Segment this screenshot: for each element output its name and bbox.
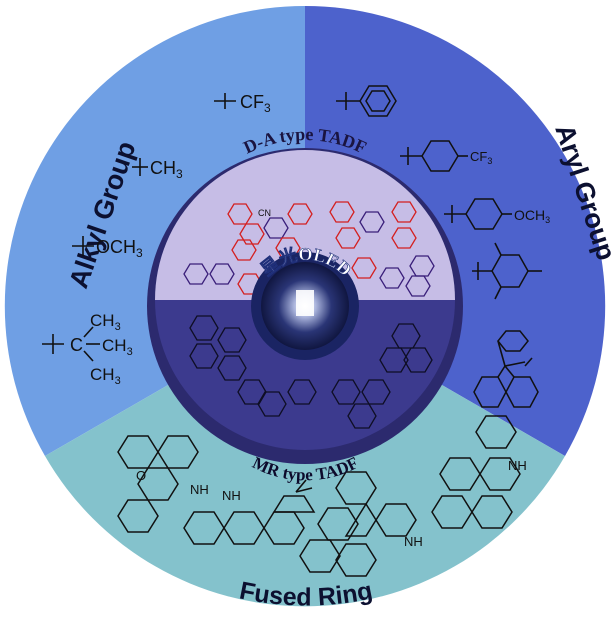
svg-text:NH: NH <box>404 534 423 549</box>
mesityl-substituent <box>472 242 542 300</box>
da-type-half <box>155 150 455 300</box>
svg-text:CH3: CH3 <box>150 158 183 181</box>
svg-text:CF3: CF3 <box>240 92 271 115</box>
center-orb: 星光OLED <box>251 243 359 360</box>
mr-type-half <box>155 300 455 450</box>
svg-text:CH3: CH3 <box>102 336 133 358</box>
svg-text:NH: NH <box>222 488 241 503</box>
svg-text:OCH3: OCH3 <box>96 237 143 260</box>
svg-text:OCH3: OCH3 <box>514 207 550 225</box>
svg-text:NH: NH <box>508 458 527 473</box>
spirobifluorene-indolo: NH <box>431 415 527 529</box>
indenocarbazole: NH <box>183 479 316 545</box>
diphenyl-indenocarbazole: NH <box>299 471 423 577</box>
svg-text:CF3: CF3 <box>470 149 492 166</box>
da-type-molecules: CN <box>183 201 435 297</box>
methoxyphenyl-substituent: OCH3 <box>444 198 550 230</box>
svg-text:CH3: CH3 <box>90 311 121 333</box>
svg-text:CH3: CH3 <box>90 365 121 387</box>
aryl-substituents: CF3 OCH3 <box>336 85 550 408</box>
fused-ring-structures: O NH NH NH NH <box>117 415 527 577</box>
phenylfluorenyl-substituent <box>473 330 539 408</box>
trifluoromethylphenyl-substituent: CF3 <box>400 140 492 172</box>
svg-text:O: O <box>136 468 146 483</box>
och3-substituent: OCH3 <box>72 236 143 260</box>
svg-text:C: C <box>70 335 83 355</box>
tert-butyl-substituent: C CH3 CH3 CH3 <box>42 311 133 387</box>
svg-text:CN: CN <box>258 208 271 218</box>
alkyl-substituents: CF3 CH3 OCH3 C CH3 CH3 CH3 <box>42 92 271 387</box>
phenyl-substituent <box>336 85 397 117</box>
svg-text:NH: NH <box>190 482 209 497</box>
cf3-substituent: CF3 <box>214 92 271 115</box>
mr-type-molecules <box>189 315 433 429</box>
ch3-substituent: CH3 <box>132 158 183 181</box>
benzofurocarbazole: O NH <box>117 435 209 533</box>
